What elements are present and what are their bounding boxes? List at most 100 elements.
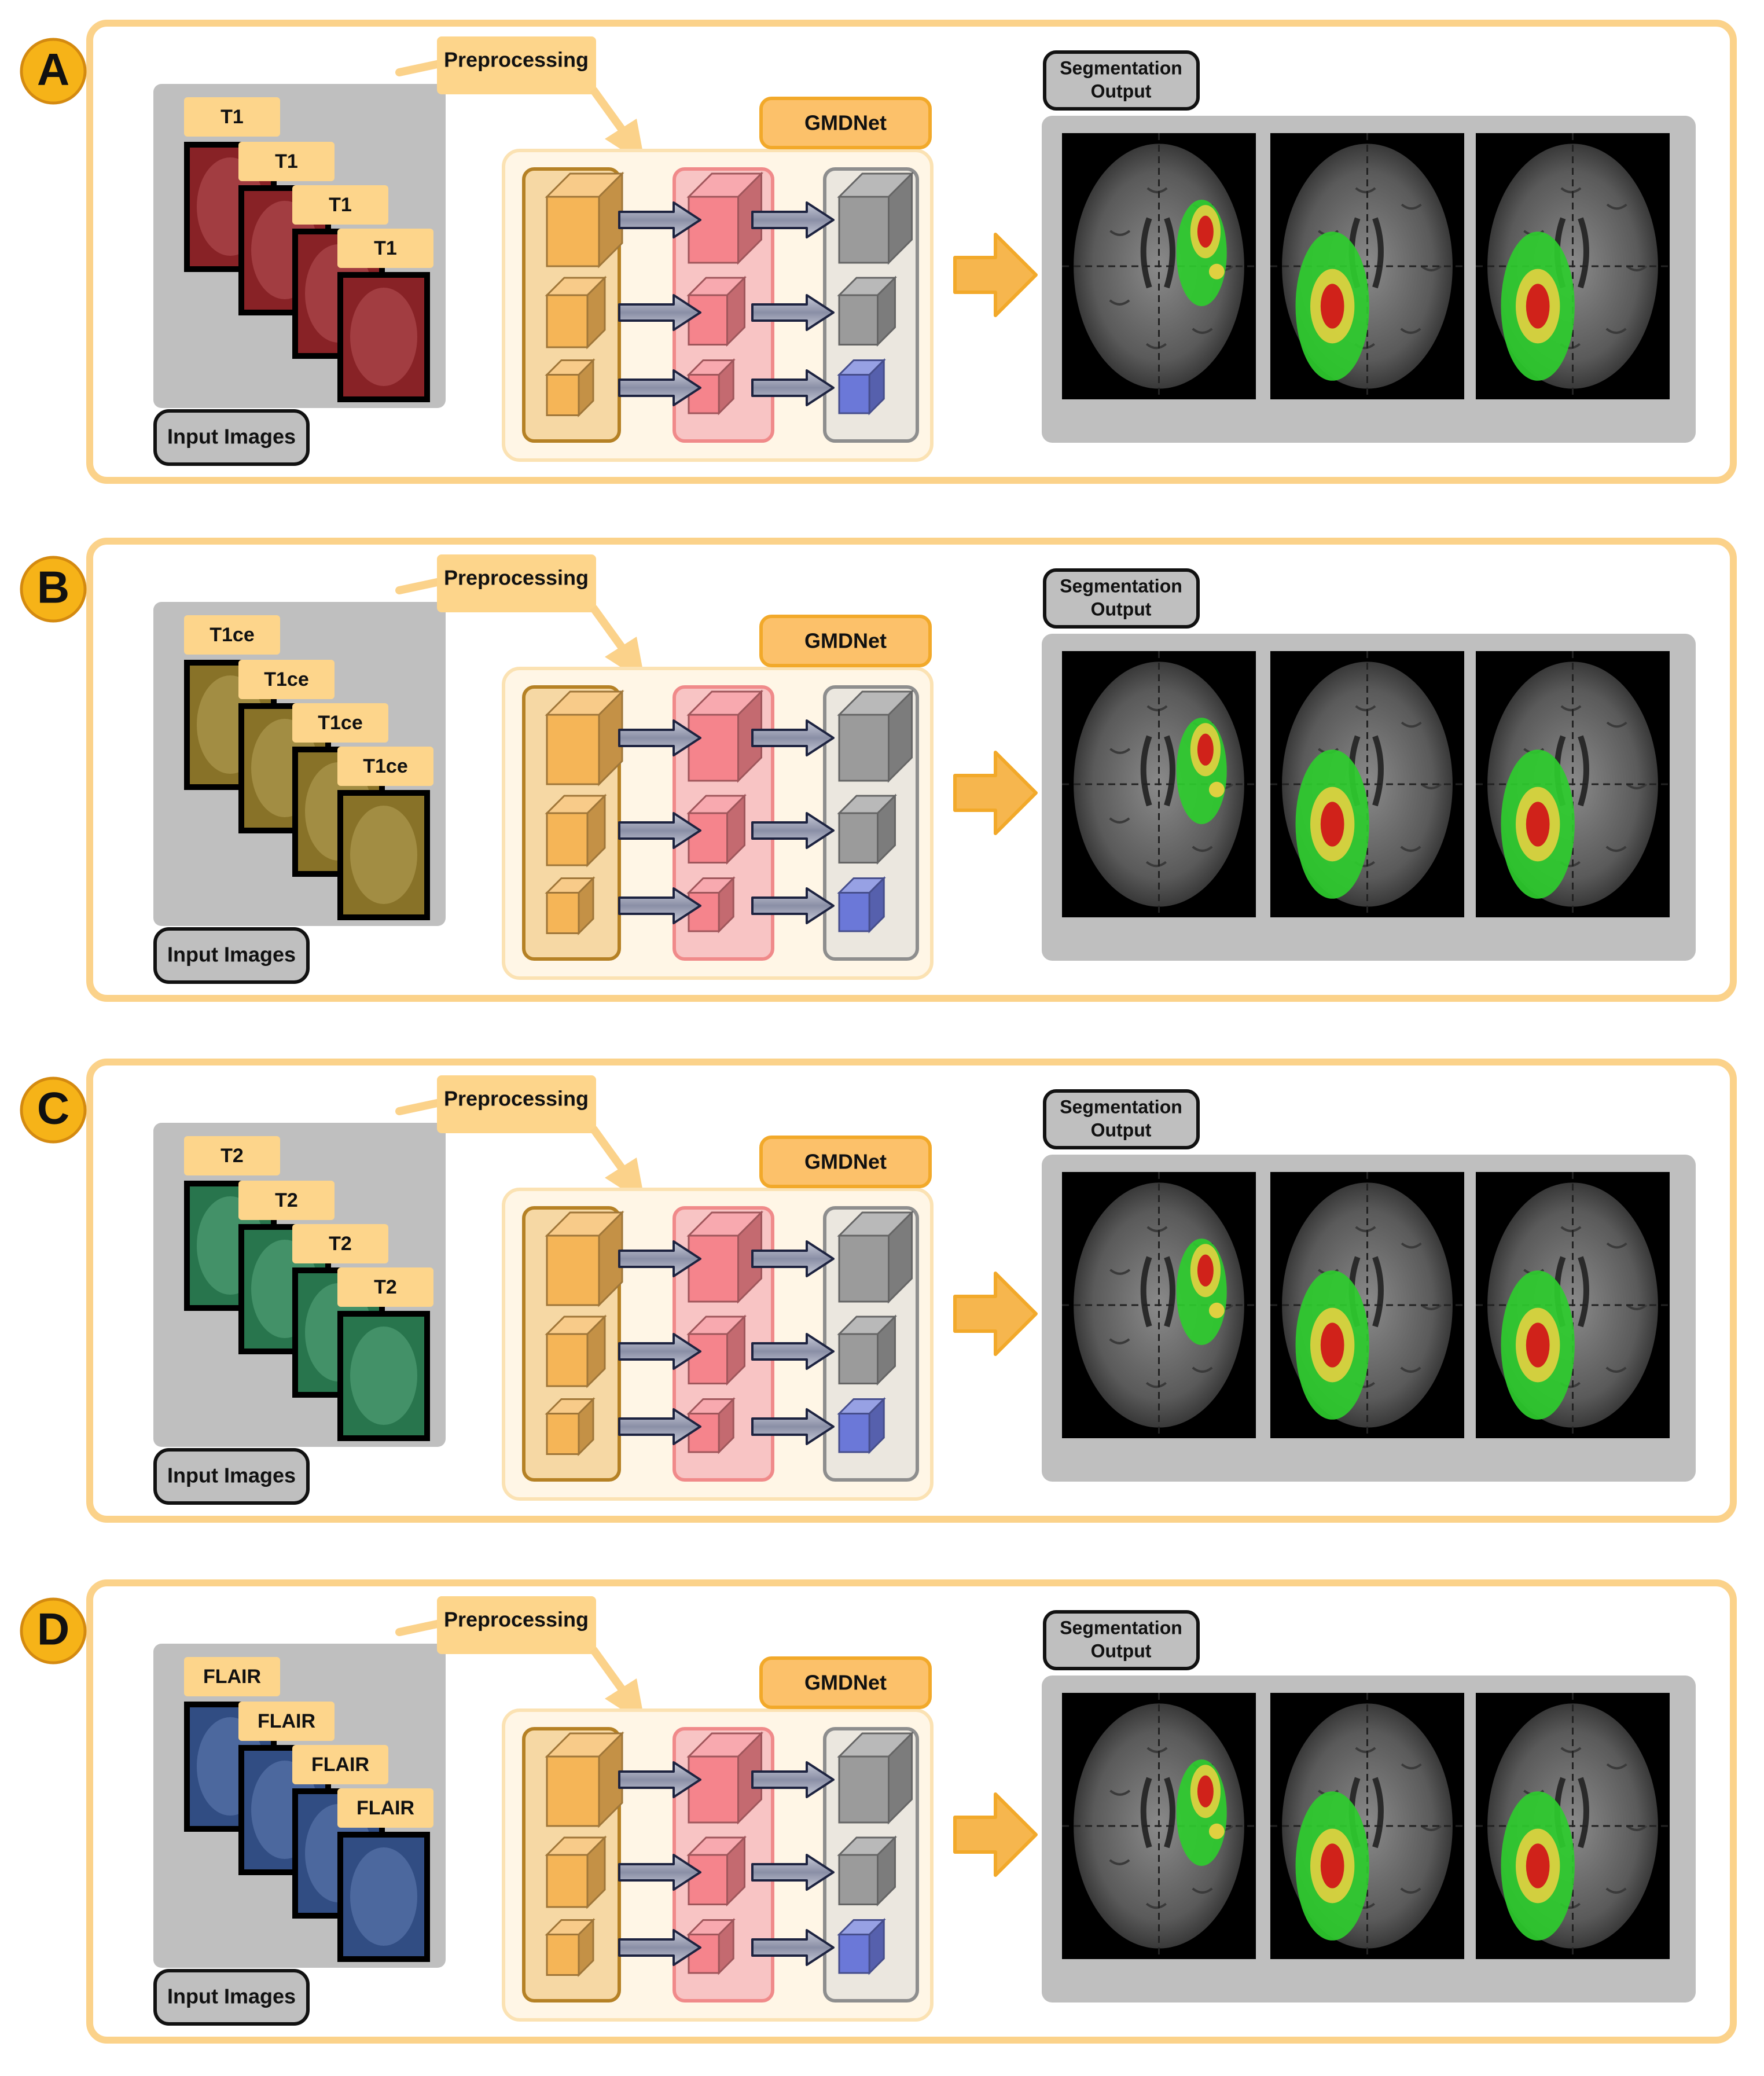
middle-cube-2	[686, 1835, 747, 1907]
arrow-mid-dec-1	[751, 1761, 835, 1798]
modality-label-1: T1ce	[184, 615, 280, 655]
modality-label-2: FLAIR	[238, 1702, 335, 1741]
middle-cube-1	[686, 171, 764, 265]
arrow-enc-mid-1	[618, 1761, 701, 1798]
segmentation-slice-1	[1062, 651, 1256, 917]
tumor-satellite	[1208, 1302, 1225, 1318]
gmdnet-label: GMDNet	[759, 1656, 932, 1709]
preprocessing-leader	[395, 60, 444, 76]
tumor-core	[1526, 1843, 1550, 1888]
arrow-mid-dec-3	[751, 887, 835, 924]
modality-label-text: FLAIR	[203, 1666, 261, 1688]
modality-label-1: T2	[184, 1136, 280, 1175]
decoder-cube-2	[837, 1835, 898, 1907]
modality-label-2: T1ce	[238, 660, 335, 699]
decoder-cube-2	[837, 1314, 898, 1386]
tumor-satellite	[1208, 1823, 1225, 1839]
input-images-text: Input Images	[167, 1985, 296, 2008]
segmentation-text: Segmentation	[1060, 1096, 1182, 1117]
arrow-mid-dec-1	[751, 201, 835, 238]
arrow-enc-mid-1	[618, 1240, 701, 1277]
arrow-mid-dec-3	[751, 1929, 835, 1966]
modality-label-3: T1	[292, 185, 388, 225]
arrow-enc-mid-1	[618, 201, 701, 238]
output-arrow	[953, 1272, 1038, 1356]
modality-label-4: FLAIR	[337, 1788, 433, 1828]
gmdnet-text: GMDNet	[804, 629, 887, 653]
decoder-cube-3	[837, 1397, 886, 1454]
preprocessing-leader	[395, 1098, 444, 1115]
decoder-cube-2	[837, 275, 898, 347]
arrow-enc-mid-2	[618, 812, 701, 849]
preprocessing-label: Preprocessing	[437, 1596, 596, 1654]
preprocessing-text: Preprocessing	[444, 566, 589, 590]
modality-label-text: T1	[374, 237, 397, 259]
output-text: Output	[1091, 1119, 1152, 1140]
arrow-enc-mid-3	[618, 1929, 701, 1966]
encoder-cube-2	[545, 1314, 607, 1388]
modality-label-text: T1ce	[210, 624, 255, 646]
modality-label-text: T2	[374, 1276, 397, 1298]
modality-label-text: FLAIR	[357, 1797, 414, 1819]
panel-letter-badge: D	[20, 1597, 87, 1665]
output-arrow	[953, 751, 1038, 835]
modality-label-3: T1ce	[292, 703, 388, 743]
encoder-cube-1	[545, 1731, 624, 1828]
middle-cube-2	[686, 275, 747, 347]
arrow-enc-mid-2	[618, 1854, 701, 1891]
segmentation-slice-2	[1270, 1172, 1464, 1438]
arrow-mid-dec-1	[751, 719, 835, 756]
input-images-text: Input Images	[167, 1464, 296, 1487]
input-images-label: Input Images	[153, 1448, 310, 1505]
segmentation-text: Segmentation	[1060, 57, 1182, 78]
middle-cube-2	[686, 1314, 747, 1386]
panel-letter-badge: C	[20, 1076, 87, 1144]
arrow-enc-mid-2	[618, 1333, 701, 1370]
arrow-mid-dec-2	[751, 812, 835, 849]
tumor-core	[1526, 1322, 1550, 1368]
input-images-label: Input Images	[153, 1969, 310, 2026]
modality-label-text: T1	[220, 106, 244, 128]
input-slice-4	[337, 1311, 430, 1441]
input-images-label: Input Images	[153, 409, 310, 466]
tumor-core	[1320, 1843, 1344, 1888]
tumor-core	[1320, 802, 1344, 847]
modality-label-4: T1ce	[337, 747, 433, 786]
tumor-satellite	[1208, 263, 1225, 280]
tumor-core	[1526, 284, 1550, 329]
middle-cube-2	[686, 793, 747, 865]
tumor-core	[1197, 733, 1214, 766]
arrow-mid-dec-2	[751, 1854, 835, 1891]
preprocessing-text: Preprocessing	[444, 48, 589, 72]
gmdnet-label: GMDNet	[759, 97, 932, 149]
modality-label-3: FLAIR	[292, 1745, 388, 1784]
panel-letter: D	[37, 1604, 69, 1655]
panel-letter: A	[37, 44, 69, 95]
gmdnet-label: GMDNet	[759, 1136, 932, 1188]
segmentation-slice-3	[1476, 651, 1670, 917]
tumor-core	[1197, 215, 1214, 248]
arrow-enc-mid-2	[618, 294, 701, 331]
preprocessing-text: Preprocessing	[444, 1087, 589, 1111]
arrow-enc-mid-3	[618, 1408, 701, 1445]
panel-letter-badge: A	[20, 38, 87, 105]
encoder-cube-1	[545, 689, 624, 787]
modality-label-text: T1	[329, 194, 352, 216]
modality-label-2: T2	[238, 1181, 335, 1220]
tumor-core	[1320, 1322, 1344, 1368]
gmdnet-text: GMDNet	[804, 1150, 887, 1174]
preprocessing-label: Preprocessing	[437, 554, 596, 612]
modality-label-text: T2	[275, 1189, 298, 1211]
arrow-mid-dec-3	[751, 369, 835, 406]
segmentation-text: Segmentation	[1060, 575, 1182, 596]
arrow-enc-mid-3	[618, 887, 701, 924]
output-text: Output	[1091, 1640, 1152, 1661]
segmentation-slice-2	[1270, 133, 1464, 399]
decoder-cube-1	[837, 1731, 914, 1825]
